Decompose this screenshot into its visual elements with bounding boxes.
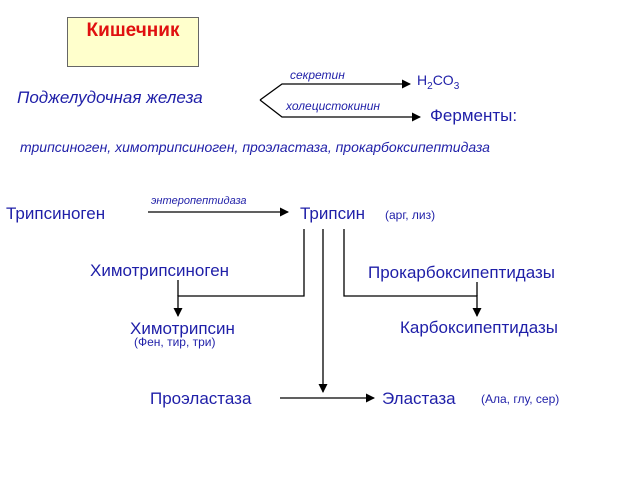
secretin-label: секретин [290,68,345,82]
h2co3-co: CO [432,72,454,88]
trypsin-specificity: (арг, лиз) [385,208,436,222]
carboxypeptidase-activation-arrow [343,229,482,317]
secretin-arrow [259,79,411,101]
elastase-specificity: (Ала, глу, сер) [481,392,560,406]
pancreas-label: Поджелудочная железа [17,88,203,107]
chymotrypsin-activation-arrow [173,229,305,317]
proelastase-label: Проэластаза [150,389,252,408]
trypsin-label: Трипсин [300,204,365,223]
chymotrypsin-specificity: (Фен, тир, три) [134,335,216,349]
trypsinogen-label: Трипсиноген [6,204,106,223]
h2co3-label: H2CO3 [417,73,459,92]
intestine-title: Кишечник [67,17,199,67]
cholecystokinin-arrow [259,99,421,122]
h2co3-h: H [417,72,428,88]
elastase-label: Эластаза [382,389,456,408]
carboxypeptidases-label: Карбоксипептидазы [400,318,558,337]
chymotrypsin-label: Химотрипсин [130,319,235,338]
h2co3-sub1: 2 [427,80,433,92]
cholecystokinin-label: холецистокинин [286,99,381,113]
enzymes-label: Ферменты: [430,106,518,125]
enzymes-list: трипсиноген, химотрипсиноген, проэластаз… [20,139,490,155]
h2co3-sub2: 3 [453,80,460,92]
chymotrypsinogen-label: Химотрипсиноген [90,261,230,280]
enteropeptidase-label: энтеропептидаза [151,195,247,207]
procarboxypeptidases-label: Прокарбоксипептидазы [368,263,556,282]
